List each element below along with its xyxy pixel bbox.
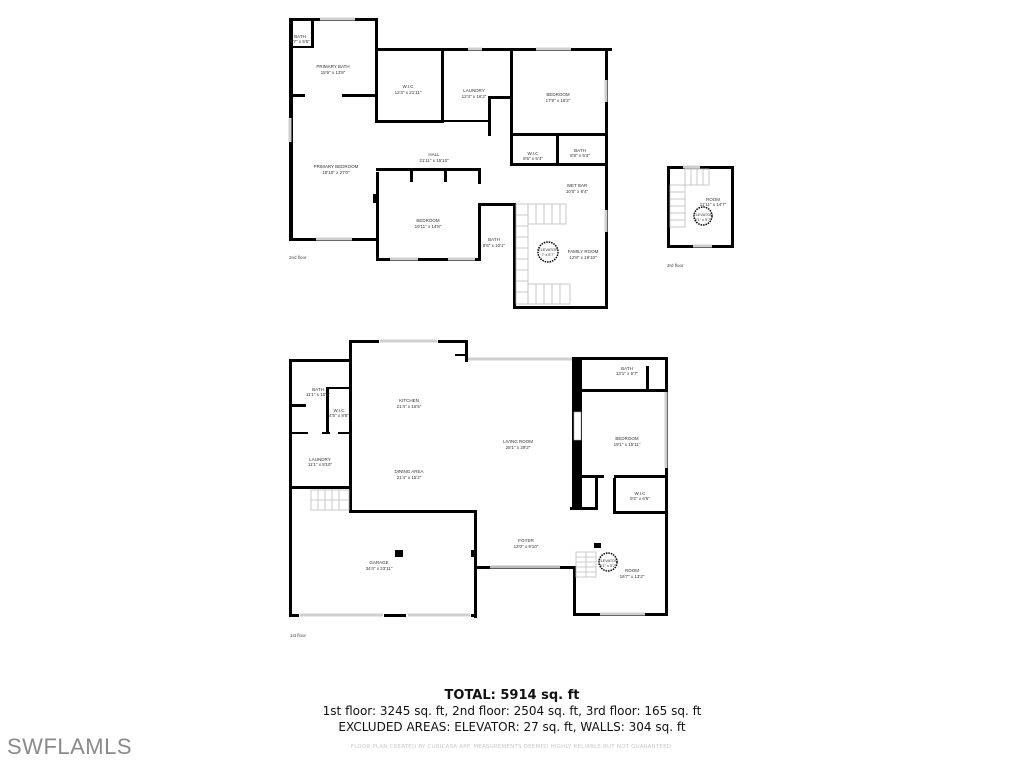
floor-areas: 1st floor: 3245 sq. ft, 2nd floor: 2504 …: [322, 704, 702, 718]
disclaimer: FLOOR PLAN CREATED BY CUBICASA APP. MEAS…: [350, 744, 674, 750]
svg-text:ELEVATOR: ELEVATOR: [598, 559, 618, 563]
svg-text:DINING AREA: DINING AREA: [394, 469, 423, 474]
svg-text:LAUNDRY: LAUNDRY: [463, 88, 484, 93]
svg-text:12'4" x 16'2": 12'4" x 16'2": [462, 94, 487, 99]
svg-text:BATH: BATH: [488, 237, 500, 242]
svg-text:18'10" x 27'0": 18'10" x 27'0": [322, 170, 350, 175]
svg-text:LIVING ROOM: LIVING ROOM: [503, 439, 533, 444]
svg-text:W.I.C: W.I.C: [635, 491, 647, 496]
svg-text:5'1" x 5'7": 5'1" x 5'7": [600, 564, 617, 568]
excluded-areas: EXCLUDED AREAS: ELEVATOR: 27 sq. ft, WAL…: [338, 720, 686, 734]
svg-text:HALL: HALL: [428, 152, 440, 157]
svg-text:28'1" x 29'2": 28'1" x 29'2": [506, 445, 531, 450]
svg-text:BATH: BATH: [574, 148, 586, 153]
svg-text:BATH: BATH: [621, 366, 633, 371]
svg-text:15'9" x 13'8": 15'9" x 13'8": [321, 70, 346, 75]
svg-text:ELEVATOR: ELEVATOR: [538, 248, 558, 252]
svg-text:FAMILY ROOM: FAMILY ROOM: [568, 249, 599, 254]
svg-text:8'6" x 10'1": 8'6" x 10'1": [483, 243, 506, 248]
svg-text:10'0" x 8'4": 10'0" x 8'4": [566, 189, 589, 194]
svg-text:ELEVATOR: ELEVATOR: [693, 213, 713, 217]
svg-text:BATH: BATH: [294, 34, 306, 39]
svg-text:11'11" x 14'7": 11'11" x 14'7": [700, 202, 727, 207]
svg-text:W.I.C: W.I.C: [334, 408, 346, 413]
svg-text:W.I.C: W.I.C: [528, 151, 540, 156]
svg-text:5'7" x 5'5": 5'7" x 5'5": [290, 39, 310, 44]
svg-text:GARAGE: GARAGE: [369, 560, 388, 565]
svg-text:1st floor: 1st floor: [290, 633, 307, 638]
svg-text:5'1" x 5'7": 5'1" x 5'7": [695, 218, 712, 222]
svg-text:W.I.C: W.I.C: [403, 84, 415, 89]
svg-text:19'11" x 14'8": 19'11" x 14'8": [415, 224, 442, 229]
svg-text:ROOM: ROOM: [706, 197, 720, 202]
svg-text:7' x 5'7": 7' x 5'7": [541, 253, 555, 257]
svg-text:8'8" x 5'4": 8'8" x 5'4": [570, 153, 590, 158]
svg-text:BATH: BATH: [312, 387, 324, 392]
svg-text:21'11" x 15'10": 21'11" x 15'10": [419, 158, 449, 163]
svg-text:12'4" x 21'11": 12'4" x 21'11": [395, 90, 422, 95]
svg-text:8'6" x 5'4": 8'6" x 5'4": [523, 156, 543, 161]
svg-text:FOYER: FOYER: [518, 538, 534, 543]
svg-text:34'4" x 23'11": 34'4" x 23'11": [366, 566, 393, 571]
svg-text:LAUNDRY: LAUNDRY: [309, 457, 330, 462]
svg-text:PRIMARY BATH: PRIMARY BATH: [316, 64, 349, 69]
svg-text:13'1" x 5'7": 13'1" x 5'7": [616, 371, 639, 376]
svg-text:KITCHEN: KITCHEN: [399, 398, 419, 403]
svg-text:12'8" x 19'10": 12'8" x 19'10": [569, 255, 597, 260]
svg-text:16'7" x 13'2": 16'7" x 13'2": [620, 574, 645, 579]
svg-text:WET BAR: WET BAR: [567, 183, 588, 188]
svg-text:BEDROOM: BEDROOM: [416, 218, 440, 223]
svg-text:3rd floor: 3rd floor: [667, 263, 684, 268]
svg-text:11'1" x 8'10": 11'1" x 8'10": [308, 462, 333, 467]
svg-text:13'0" x 9'10": 13'0" x 9'10": [514, 544, 539, 549]
svg-text:17'9" x 16'2": 17'9" x 16'2": [546, 98, 571, 103]
svg-text:ROOM: ROOM: [625, 568, 639, 573]
svg-text:9'2" x 6'5": 9'2" x 6'5": [630, 496, 650, 501]
svg-text:BEDROOM: BEDROOM: [546, 92, 570, 97]
svg-text:21'4" x 16'5": 21'4" x 16'5": [397, 404, 422, 409]
svg-text:21'4" x 15'2": 21'4" x 15'2": [397, 475, 422, 480]
svg-text:4'5" x 8'8": 4'5" x 8'8": [329, 413, 349, 418]
svg-text:19'1" x 15'11": 19'1" x 15'11": [614, 442, 641, 447]
svg-text:BEDROOM: BEDROOM: [615, 436, 639, 441]
total-area: TOTAL: 5914 sq. ft: [444, 688, 580, 703]
mls-watermark: SWFLAMLS: [7, 734, 133, 759]
svg-text:2nd floor: 2nd floor: [289, 255, 307, 260]
svg-text:11'1" x 10'8": 11'1" x 10'8": [306, 392, 331, 397]
svg-text:PRIMARY BEDROOM: PRIMARY BEDROOM: [314, 164, 359, 169]
